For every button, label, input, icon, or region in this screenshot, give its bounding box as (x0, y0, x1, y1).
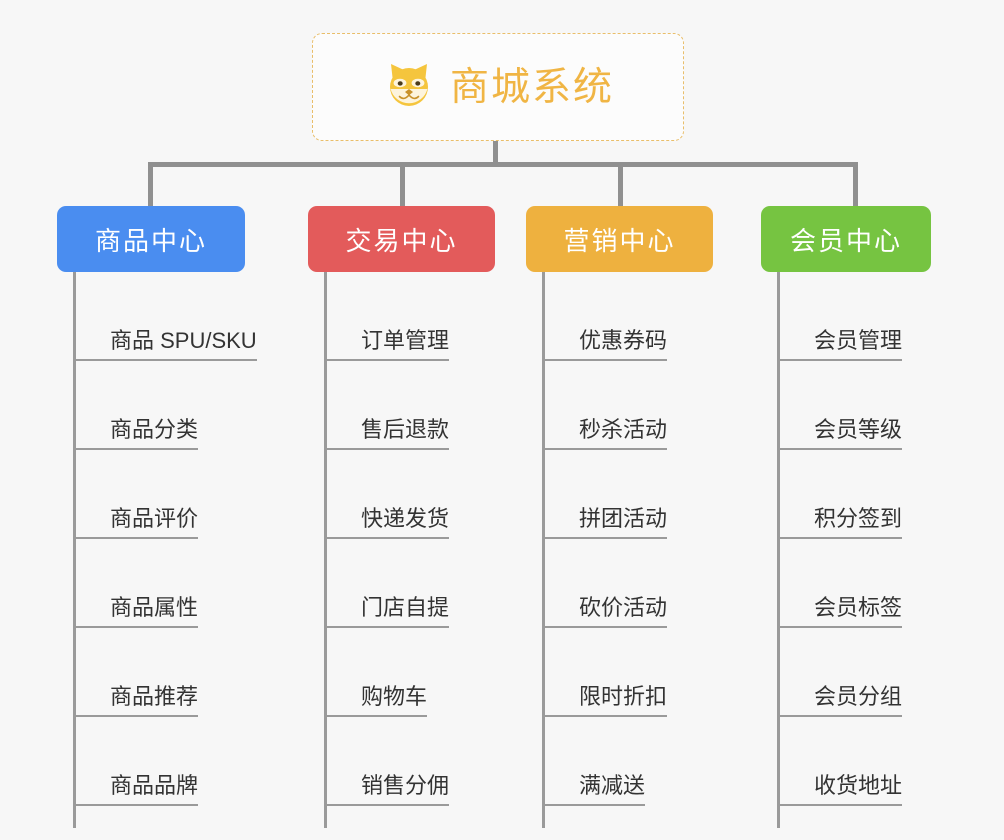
list-item[interactable]: 会员等级 (780, 361, 931, 450)
category-title: 交易中心 (345, 225, 458, 256)
column-member-center: 会员中心 会员管理 会员等级 积分签到 会员标签 会员分组 收货地址 (761, 206, 931, 828)
list-item-label: 商品 SPU/SKU (76, 328, 257, 361)
list-item[interactable]: 砍价活动 (545, 539, 713, 628)
list-item-label: 限时折扣 (545, 684, 668, 717)
list-item[interactable]: 收货地址 (780, 717, 931, 806)
category-box-trade-center[interactable]: 交易中心 (308, 206, 495, 272)
list-item[interactable]: 商品属性 (76, 539, 245, 628)
category-title: 会员中心 (789, 225, 902, 256)
category-box-member-center[interactable]: 会员中心 (761, 206, 931, 272)
column-product-center: 商品中心 商品 SPU/SKU 商品分类 商品评价 商品属性 商品推荐 商品品牌 (57, 206, 257, 828)
category-box-product-center[interactable]: 商品中心 (57, 206, 245, 272)
list-item-label: 商品评价 (76, 506, 199, 539)
list-item[interactable]: 订单管理 (327, 272, 495, 361)
connector-horizontal-bar (148, 162, 858, 167)
list-item-label: 会员标签 (780, 595, 903, 628)
category-box-marketing-center[interactable]: 营销中心 (526, 206, 713, 272)
list-item-label: 会员管理 (780, 328, 903, 361)
list-item-label: 商品品牌 (76, 773, 199, 806)
category-title: 营销中心 (563, 225, 676, 256)
children-list-trade-center: 订单管理 售后退款 快递发货 门店自提 购物车 销售分佣 (324, 272, 495, 828)
list-item[interactable]: 会员分组 (780, 628, 931, 717)
list-item[interactable]: 优惠券码 (545, 272, 713, 361)
connector-drop-product-center (148, 162, 153, 208)
list-item[interactable]: 会员标签 (780, 539, 931, 628)
list-item[interactable]: 购物车 (327, 628, 495, 717)
list-item-label: 会员分组 (780, 684, 903, 717)
list-item[interactable]: 快递发货 (327, 450, 495, 539)
list-item-label: 门店自提 (327, 595, 450, 628)
list-item-label: 秒杀活动 (545, 417, 668, 450)
children-list-member-center: 会员管理 会员等级 积分签到 会员标签 会员分组 收货地址 (777, 272, 931, 828)
list-item[interactable]: 限时折扣 (545, 628, 713, 717)
connector-root-stem (493, 141, 498, 164)
column-trade-center: 交易中心 订单管理 售后退款 快递发货 门店自提 购物车 销售分佣 (308, 206, 495, 828)
list-item-label: 订单管理 (327, 328, 450, 361)
list-item[interactable]: 秒杀活动 (545, 361, 713, 450)
list-item[interactable]: 会员管理 (780, 272, 931, 361)
list-item[interactable]: 商品 SPU/SKU (76, 272, 257, 361)
children-list-marketing-center: 优惠券码 秒杀活动 拼团活动 砍价活动 限时折扣 满减送 (542, 272, 713, 828)
shiba-dog-icon (382, 58, 436, 117)
column-marketing-center: 营销中心 优惠券码 秒杀活动 拼团活动 砍价活动 限时折扣 满减送 (526, 206, 713, 828)
list-item-label: 优惠券码 (545, 328, 668, 361)
list-item-label: 收货地址 (780, 773, 903, 806)
list-item-label: 砍价活动 (545, 595, 668, 628)
root-node[interactable]: 商城系统 (312, 33, 684, 141)
list-item-label: 商品推荐 (76, 684, 199, 717)
list-item[interactable]: 满减送 (545, 717, 713, 806)
list-item-label: 购物车 (327, 684, 428, 717)
list-item[interactable]: 销售分佣 (327, 717, 495, 806)
connector-drop-member-center (853, 162, 858, 208)
children-list-product-center: 商品 SPU/SKU 商品分类 商品评价 商品属性 商品推荐 商品品牌 (73, 272, 257, 828)
list-item[interactable]: 拼团活动 (545, 450, 713, 539)
list-item-label: 快递发货 (327, 506, 450, 539)
list-item[interactable]: 售后退款 (327, 361, 495, 450)
list-item[interactable]: 商品分类 (76, 361, 245, 450)
list-item[interactable]: 门店自提 (327, 539, 495, 628)
list-item-label: 售后退款 (327, 417, 450, 450)
list-item-label: 满减送 (545, 773, 646, 806)
list-item[interactable]: 积分签到 (780, 450, 931, 539)
list-item[interactable]: 商品评价 (76, 450, 245, 539)
list-item-label: 销售分佣 (327, 773, 450, 806)
list-item-label: 拼团活动 (545, 506, 668, 539)
list-item-label: 商品属性 (76, 595, 199, 628)
category-title: 商品中心 (94, 225, 207, 256)
list-item[interactable]: 商品品牌 (76, 717, 245, 806)
connector-drop-marketing-center (618, 162, 623, 208)
list-item[interactable]: 商品推荐 (76, 628, 245, 717)
list-item-label: 会员等级 (780, 417, 903, 450)
list-item-label: 积分签到 (780, 506, 903, 539)
connector-drop-trade-center (400, 162, 405, 208)
list-item-label: 商品分类 (76, 417, 199, 450)
page-title: 商城系统 (449, 65, 614, 109)
